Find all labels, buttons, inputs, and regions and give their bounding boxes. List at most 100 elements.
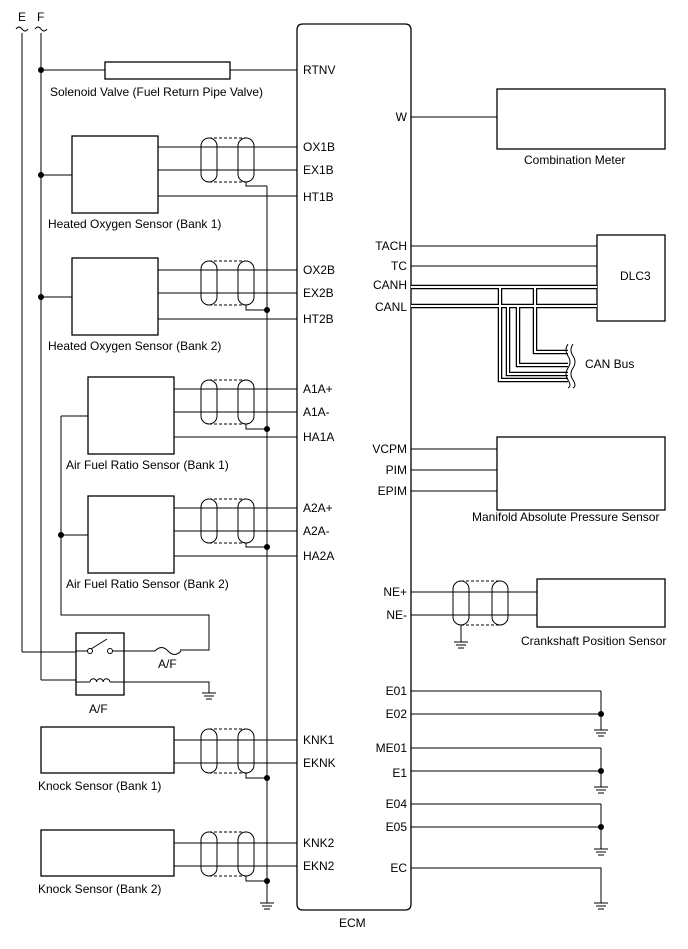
af-bank1-label: Air Fuel Ratio Sensor (Bank 1) (66, 458, 229, 472)
shield-right-icon (237, 260, 255, 306)
dlc3-box (596, 234, 666, 322)
terminal-knk1: KNK1 (303, 733, 335, 747)
terminal-ox1b: OX1B (303, 140, 335, 154)
terminal-ec: EC (390, 861, 407, 875)
shield-drain-wire (245, 876, 267, 882)
shield-right-icon (237, 379, 255, 425)
terminal-pim: PIM (386, 463, 407, 477)
terminal-knk2: KNK2 (303, 836, 335, 850)
junction-dot (598, 711, 604, 717)
ecm-label: ECM (339, 916, 366, 930)
shield-left-icon (200, 137, 218, 183)
ho2-bank2-box (71, 257, 159, 336)
map-sensor-label: Manifold Absolute Pressure Sensor (472, 510, 659, 524)
shield-drain-wire (245, 773, 267, 779)
terminal-e05: E05 (386, 820, 408, 834)
af-bank2-label: Air Fuel Ratio Sensor (Bank 2) (66, 577, 229, 591)
shield-drain-wire (245, 305, 267, 311)
knock-bank1-label: Knock Sensor (Bank 1) (38, 779, 161, 793)
terminal-ne-plus: NE+ (383, 585, 407, 599)
terminal-ha1a: HA1A (303, 430, 334, 444)
junction-dot (38, 67, 44, 73)
shield-left-icon (200, 379, 218, 425)
map-sensor-box (496, 436, 666, 511)
can-bus-label: CAN Bus (585, 357, 634, 371)
terminal-a1a-plus: A1A+ (303, 382, 333, 396)
terminal-vcpm: VCPM (372, 442, 407, 456)
terminal-a2a-plus: A2A+ (303, 501, 333, 515)
combination-meter-box (496, 88, 666, 150)
terminal-ex2b: EX2B (303, 286, 334, 300)
ec-wire (411, 867, 602, 903)
shield-right-icon (237, 137, 255, 183)
shield-right-icon (237, 498, 255, 544)
supply-f-tilde-icon (34, 26, 48, 32)
terminal-e1: E1 (392, 766, 407, 780)
combination-meter-label: Combination Meter (524, 153, 625, 167)
shield-left-icon (452, 580, 470, 626)
af-bank2-box (87, 495, 175, 574)
af-fuse-label: A/F (158, 657, 177, 671)
terminal-tc: TC (391, 259, 407, 273)
supply-e-tilde-icon (15, 26, 29, 32)
terminal-ht1b: HT1B (303, 190, 334, 204)
terminal-e01: E01 (386, 684, 408, 698)
crank-sensor-box (536, 578, 666, 628)
af-relay-box (75, 632, 125, 696)
terminal-ekn2: EKN2 (303, 859, 335, 873)
junction-dot (598, 824, 604, 830)
fuse-icon (154, 647, 182, 655)
terminal-ht2b: HT2B (303, 312, 334, 326)
junction-dot (38, 294, 44, 300)
terminal-a2a-minus: A2A- (303, 524, 330, 538)
crank-sensor-label: Crankshaft Position Sensor (521, 634, 666, 648)
af-heater-feed (60, 416, 210, 651)
shield-left-icon (200, 260, 218, 306)
knock-bank2-box (40, 829, 175, 877)
af-bank1-box (87, 376, 175, 455)
relay-switch-arm-icon (90, 638, 108, 650)
junction-dot (38, 172, 44, 178)
terminal-ox2b: OX2B (303, 263, 335, 277)
terminal-ha2a: HA2A (303, 549, 334, 563)
terminal-canl: CANL (375, 300, 407, 314)
can-bus-wires (411, 284, 597, 383)
terminal-ex1b: EX1B (303, 163, 334, 177)
supply-e-label: E (18, 10, 26, 24)
solenoid-valve-body (104, 61, 231, 80)
af-relay-label: A/F (89, 702, 108, 716)
terminal-rtnv: RTNV (303, 63, 335, 77)
ho2-bank2-label: Heated Oxygen Sensor (Bank 2) (48, 339, 221, 353)
shield-drain-wire (245, 182, 267, 187)
ho2-bank1-label: Heated Oxygen Sensor (Bank 1) (48, 217, 221, 231)
terminal-me01: ME01 (376, 741, 408, 755)
dlc3-label: DLC3 (620, 269, 651, 283)
relay-coil-icon (89, 678, 111, 683)
shield-right-icon (237, 728, 255, 774)
terminal-e04: E04 (386, 797, 408, 811)
terminal-ne-minus: NE- (386, 608, 407, 622)
shield-right-icon (491, 580, 509, 626)
knock-bank1-box (40, 726, 175, 774)
relay-ground-wire (124, 681, 210, 693)
ho2-bank1-box (71, 135, 159, 214)
terminal-a1a-minus: A1A- (303, 405, 330, 419)
terminal-e02: E02 (386, 707, 408, 721)
can-bus-break-icon (570, 343, 576, 389)
terminal-epim: EPIM (378, 484, 407, 498)
terminal-tach: TACH (375, 239, 407, 253)
terminal-canh: CANH (373, 278, 407, 292)
junction-dot (598, 768, 604, 774)
knock-bank2-label: Knock Sensor (Bank 2) (38, 882, 161, 896)
terminal-eknk: EKNK (303, 756, 336, 770)
terminal-w: W (396, 110, 408, 124)
can-bus-break-icon (565, 343, 571, 389)
shield-left-icon (200, 831, 218, 877)
shield-right-icon (237, 831, 255, 877)
shield-drain-wire (245, 424, 267, 430)
shield-drain-wire (245, 543, 267, 548)
supply-f-label: F (37, 10, 44, 24)
solenoid-valve-label: Solenoid Valve (Fuel Return Pipe Valve) (50, 85, 263, 99)
ecm-outline (296, 23, 412, 911)
